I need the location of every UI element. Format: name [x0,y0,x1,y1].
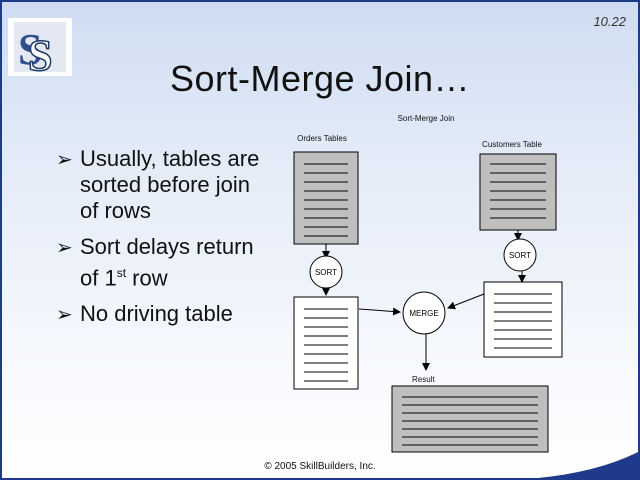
result-table-rows [402,396,538,446]
sorted-orders-to-merge-arrow [358,307,401,316]
result-label: Result [412,375,435,384]
bullet-text-tail: row [126,265,168,291]
bullet-text: No driving table [80,301,233,327]
sort-customers-label: SORT [509,251,531,260]
sorted-customers-rows [494,293,552,349]
result-table [391,385,549,453]
sorted-orders-table [293,296,359,390]
bullet-list: ➢ Usually, tables are sorted before join… [56,146,266,337]
customers-table-label: Customers Table [482,140,542,149]
sorted-customers-table [483,281,563,358]
sorted-orders-rows [304,308,348,382]
bullet-superscript: st [116,266,127,280]
orders-table-label: Orders Tables [297,134,347,143]
bullet-arrow-icon: ➢ [56,304,73,327]
bullet-text: Sort delays return of 1 [80,234,254,291]
diagram-caption: Sort-Merge Join [398,114,455,123]
bullet-item: ➢ Sort delays return of 1st row [56,234,266,291]
bullet-item: ➢ Usually, tables are sorted before join… [56,146,266,224]
svg-text:S: S [28,31,52,76]
orders-table-rows [304,163,348,237]
bullet-arrow-icon: ➢ [56,149,73,171]
orders-table [293,151,359,245]
skillbuilders-logo-icon: S S [8,18,72,76]
merge-label: MERGE [409,309,438,318]
slide-title: Sort-Merge Join… [169,58,471,99]
svg-text:S: S [18,25,42,74]
sort-orders-node: SORT [309,255,343,289]
sorted-customers-to-merge-arrow [447,293,485,310]
customers-table-rows [490,163,546,219]
merge-node: MERGE [402,291,446,335]
bullet-item: ➢ No driving table [56,301,266,327]
corner-decoration [538,452,638,478]
sort-orders-label: SORT [315,268,337,277]
bullet-text: Usually, tables are sorted before join o… [80,146,260,223]
sort-customers-node: SORT [503,238,537,272]
customers-table [479,153,557,231]
bullet-arrow-icon: ➢ [56,237,73,259]
footer-copyright: © 2005 SkillBuilders, Inc. [264,461,376,472]
slide-number: 10.22 [593,14,626,29]
